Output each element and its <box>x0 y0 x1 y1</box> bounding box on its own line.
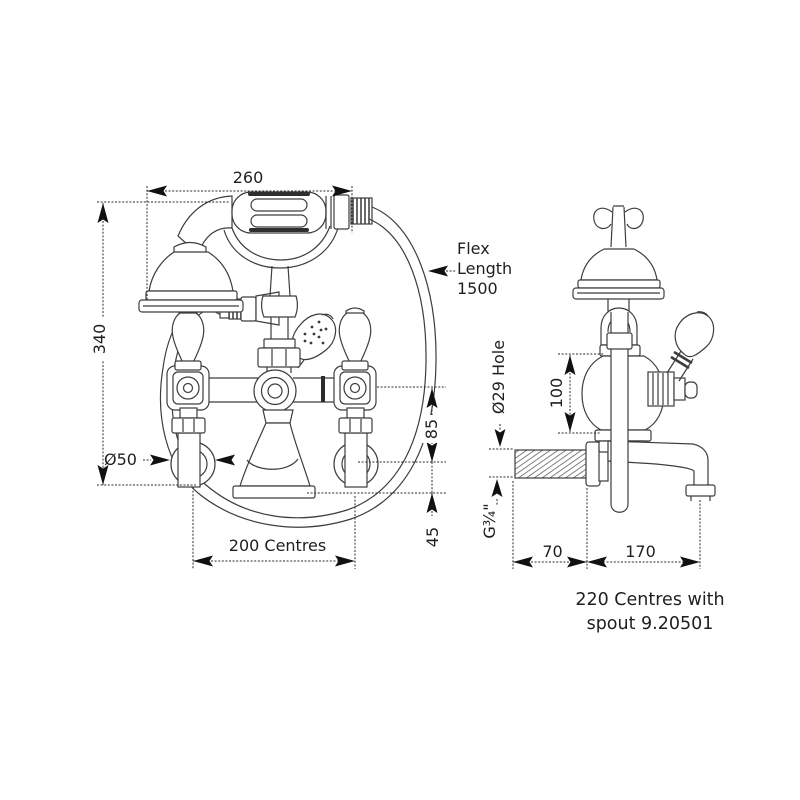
diverter-valve-body <box>253 369 297 413</box>
side-cartridge <box>647 371 698 407</box>
side-lever-handle <box>666 311 715 382</box>
front-view-drawing <box>138 191 437 528</box>
dia-29-hole-label: Ø29 Hole <box>489 335 508 419</box>
hot-valve-body <box>166 365 210 411</box>
dim-260-label: 260 <box>232 168 264 187</box>
flex-length-note: Flex Length 1500 <box>457 239 513 298</box>
dim-70-label: 70 <box>542 542 563 561</box>
column-hex-nut <box>257 347 301 368</box>
handset <box>138 191 373 313</box>
dim-85-label: 85 <box>422 415 441 443</box>
side-handset-head <box>572 248 665 312</box>
side-view-drawing <box>514 205 716 513</box>
wall-hook <box>593 205 644 248</box>
dimension-arrows <box>97 185 700 568</box>
flex-ferrule <box>350 197 373 225</box>
handset-tube <box>606 312 633 513</box>
valve-manifold-bar <box>209 376 336 403</box>
centre-column <box>261 265 298 339</box>
side-spout <box>607 440 716 501</box>
cold-valve-handle <box>338 307 372 371</box>
cold-valve-body <box>333 365 377 411</box>
column-collar <box>263 338 296 349</box>
hot-valve-handle <box>171 307 205 371</box>
thread-g34-label: G¾" <box>480 501 499 541</box>
left-inlet-leg <box>170 407 216 488</box>
dim-170-label: 170 <box>625 542 656 561</box>
handset-cradle <box>223 225 339 269</box>
shower-head-bell <box>148 251 234 292</box>
dim-100-label: 100 <box>547 375 566 411</box>
dim-340-label: 340 <box>90 317 109 361</box>
dim-45-label: 45 <box>423 523 442 551</box>
right-inlet-leg <box>333 407 379 488</box>
dia-50-label: Ø50 <box>104 450 137 469</box>
front-spout <box>232 409 316 499</box>
dim-200-centres-label: 200 Centres <box>228 536 327 555</box>
wall-union-thread <box>514 441 609 487</box>
spout-centres-note: 220 Centres with spout 9.20501 <box>575 590 725 634</box>
